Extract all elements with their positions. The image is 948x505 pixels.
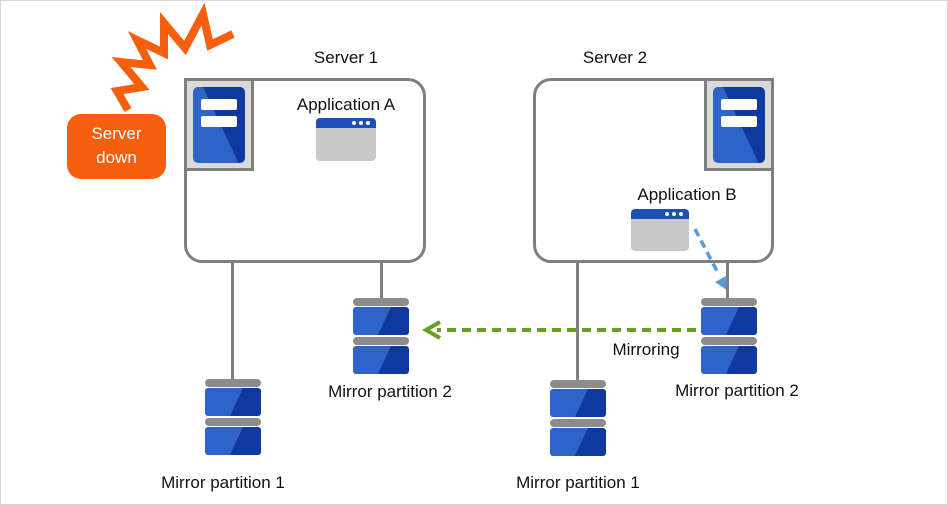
window-dot [679, 212, 683, 216]
server2-tower-icon [704, 78, 774, 171]
disk-platter [550, 389, 606, 417]
server1-title: Server 1 [313, 48, 379, 67]
disk-platter [701, 346, 757, 374]
window-dot [366, 121, 370, 125]
crash-burst-icon [110, 2, 235, 113]
application-a-window-icon [316, 118, 376, 161]
server1-tower-icon [184, 78, 254, 171]
tower-graphic [713, 86, 765, 163]
server1-partition2-label: Mirror partition 2 [328, 382, 452, 401]
window-titlebar [631, 209, 689, 219]
disk-cap [205, 379, 261, 387]
mirroring-arrow-label: Mirroring [612, 340, 680, 359]
disk-platter [550, 428, 606, 456]
server-down-line1: Server [91, 124, 142, 143]
tower-slot-bar [721, 98, 757, 110]
application-b-label: Application B [637, 185, 737, 204]
tower-graphic [193, 86, 245, 163]
application-b-window-icon [631, 209, 689, 251]
mirroring-arrow [421, 320, 696, 340]
application-a-label: Application A [296, 95, 396, 114]
server2-partition1-connector [576, 261, 579, 381]
window-dot [352, 121, 356, 125]
window-dot [665, 212, 669, 216]
server2-partition2-connector [726, 261, 729, 299]
disk-cap [353, 337, 409, 345]
tower-slot-bar [721, 115, 757, 127]
disk-cap [701, 298, 757, 306]
disk-platter [353, 307, 409, 335]
disk-platter [205, 388, 261, 416]
disk-cap [550, 380, 606, 388]
window-body [631, 219, 689, 251]
tower-slot-bar [201, 115, 237, 127]
server2-mirror-partition1-disk [550, 380, 606, 458]
window-dot [672, 212, 676, 216]
server-down-badge: Server down [67, 114, 166, 179]
server2-mirror-partition2-disk [701, 298, 757, 376]
window-body [316, 128, 376, 161]
server2-title: Server 2 [582, 48, 648, 67]
server1-partition1-connector [231, 261, 234, 380]
window-dot [359, 121, 363, 125]
server2-partition2-label: Mirror partition 2 [675, 381, 799, 400]
disk-cap [701, 337, 757, 345]
server1-mirror-partition2-disk [353, 298, 409, 376]
disk-cap [205, 418, 261, 426]
disk-cap [353, 298, 409, 306]
disk-cap [550, 419, 606, 427]
tower-slot-bar [201, 98, 237, 110]
window-titlebar [316, 118, 376, 128]
app-b-write-arrow [693, 228, 728, 291]
server2-partition1-label: Mirror partition 1 [516, 473, 640, 492]
server-down-line2: down [96, 148, 137, 167]
server1-partition1-label: Mirror partition 1 [161, 473, 285, 492]
disk-platter [205, 427, 261, 455]
disk-platter [353, 346, 409, 374]
server1-mirror-partition1-disk [205, 379, 261, 457]
server1-partition2-connector [380, 261, 383, 299]
disk-platter [701, 307, 757, 335]
